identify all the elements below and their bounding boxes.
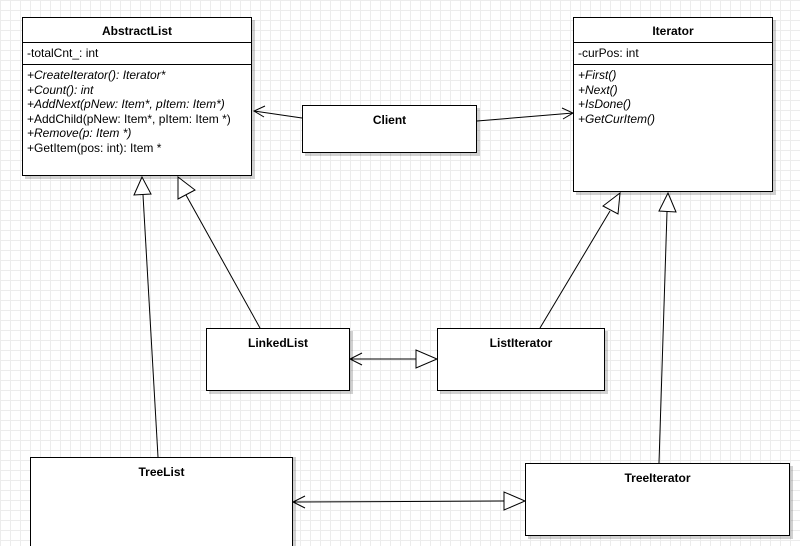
bidirectional-linkedlist-listiterator — [348, 349, 439, 369]
class-name: AbstractList — [23, 18, 251, 43]
generalization-treelist-abstractlist — [133, 175, 159, 458]
operation: +First() — [578, 68, 617, 82]
class-name: ListIterator — [489, 336, 553, 350]
attribute: -curPos: int — [578, 46, 639, 60]
class-name: TreeIterator — [624, 471, 691, 485]
attribute: -totalCnt_: int — [27, 46, 99, 60]
class-list-iterator[interactable]: ListIterator — [437, 328, 605, 391]
operation: +Next() — [578, 82, 618, 97]
class-name: Iterator — [574, 18, 772, 43]
bidirectional-treelist-treeiterator — [291, 491, 527, 511]
operation: +Remove(p: Item *) — [27, 126, 132, 140]
class-name: Client — [372, 113, 407, 127]
operation: +GetCurItem() — [578, 111, 656, 126]
class-attributes: -curPos: int — [574, 43, 772, 65]
class-operations: +First() +Next() +IsDone() +GetCurItem() — [574, 65, 772, 129]
class-linked-list[interactable]: LinkedList — [206, 328, 350, 391]
operation: +GetItem(pos: int): Item * — [27, 140, 162, 155]
class-name: LinkedList — [247, 336, 308, 350]
class-tree-list[interactable]: TreeList — [30, 457, 293, 546]
operation: +AddNext(pNew: Item*, pItem: Item*) — [27, 97, 225, 111]
class-iterator[interactable]: Iterator -curPos: int +First() +Next() +… — [573, 17, 773, 192]
class-attributes: -totalCnt_: int — [23, 43, 251, 65]
operation: +AddChild(pNew: Item*, pItem: Item *) — [27, 111, 231, 126]
operation: +CreateIterator(): Iterator* — [27, 68, 166, 82]
generalization-listiterator-iterator — [539, 191, 621, 329]
association-client-abstractlist — [252, 105, 303, 119]
class-operations: +CreateIterator(): Iterator* +Count(): i… — [23, 65, 251, 158]
class-tree-iterator[interactable]: TreeIterator — [525, 463, 790, 536]
operation: +Count(): int — [27, 82, 94, 97]
class-abstract-list[interactable]: AbstractList -totalCnt_: int +CreateIter… — [22, 17, 252, 176]
generalization-linkedlist-abstractlist — [177, 175, 261, 329]
class-client[interactable]: Client — [302, 105, 477, 153]
class-name: TreeList — [138, 465, 185, 479]
association-client-iterator — [476, 107, 575, 122]
operation: +IsDone() — [578, 97, 632, 111]
generalization-treeiterator-iterator — [658, 191, 677, 464]
